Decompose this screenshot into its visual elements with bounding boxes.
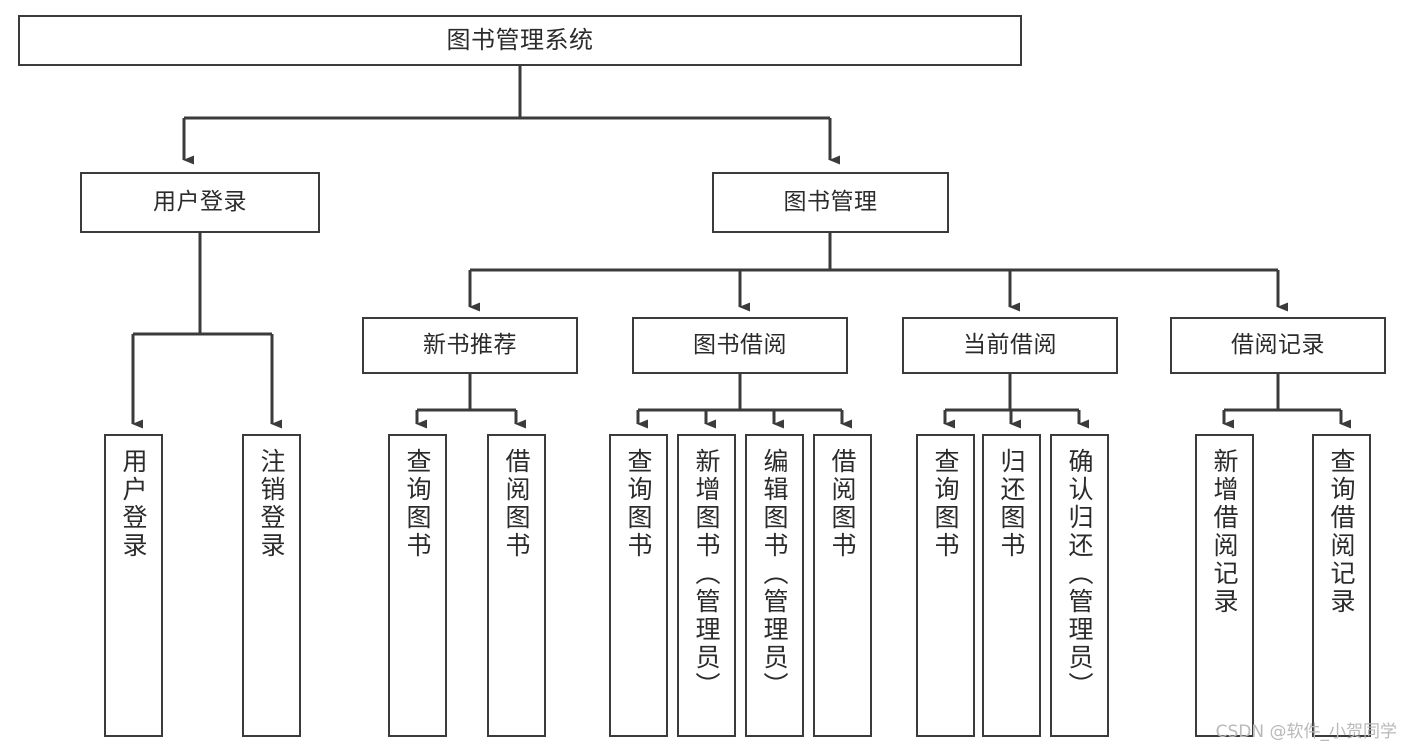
node-label: 注销登录: [257, 448, 286, 560]
node-label: 编辑图书（管理员）: [760, 448, 789, 700]
node-label: 图书管理系统: [446, 25, 594, 54]
node-label: 新增图书（管理员）: [692, 448, 721, 700]
csdn-watermark: CSDN @软件_小贺同学: [1215, 722, 1397, 742]
node-root-library-system[interactable]: 图书管理系统: [18, 15, 1022, 66]
node-label: 图书管理: [783, 189, 878, 216]
node-book-borrow[interactable]: 图书借阅: [632, 317, 848, 374]
leaf-user-login-login[interactable]: 用户登录: [104, 434, 163, 737]
leaf-current-borrow-return-books[interactable]: 归还图书: [982, 434, 1041, 737]
node-label: 查询图书: [624, 448, 653, 560]
leaf-book-borrow-add-book-admin[interactable]: 新增图书（管理员）: [677, 434, 736, 737]
node-book-management[interactable]: 图书管理: [712, 172, 949, 233]
leaf-current-borrow-query-books[interactable]: 查询图书: [916, 434, 975, 737]
leaf-borrow-record-add-record[interactable]: 新增借阅记录: [1195, 434, 1254, 737]
node-label: 当前借阅: [963, 332, 1057, 359]
node-label: 归还图书: [997, 448, 1026, 560]
node-label: 借阅记录: [1231, 332, 1325, 359]
node-borrow-record[interactable]: 借阅记录: [1170, 317, 1386, 374]
node-label: 确认归还（管理员）: [1065, 448, 1094, 700]
node-label: 借阅图书: [502, 448, 531, 560]
node-label: 查询借阅记录: [1327, 448, 1356, 616]
node-new-book-recommend[interactable]: 新书推荐: [362, 317, 578, 374]
leaf-new-book-borrow-books[interactable]: 借阅图书: [487, 434, 546, 737]
node-label: 查询图书: [403, 448, 432, 560]
node-label: 新增借阅记录: [1210, 448, 1239, 616]
node-label: 用户登录: [119, 448, 148, 560]
leaf-user-login-logout[interactable]: 注销登录: [242, 434, 301, 737]
leaf-book-borrow-borrow-books[interactable]: 借阅图书: [813, 434, 872, 737]
node-label: 借阅图书: [828, 448, 857, 560]
node-label: 用户登录: [153, 189, 247, 216]
node-user-login[interactable]: 用户登录: [80, 172, 320, 233]
node-label: 新书推荐: [423, 332, 517, 359]
leaf-borrow-record-query-record[interactable]: 查询借阅记录: [1312, 434, 1371, 737]
leaf-book-borrow-query-books[interactable]: 查询图书: [609, 434, 668, 737]
node-label: 查询图书: [931, 448, 960, 560]
node-current-borrow[interactable]: 当前借阅: [902, 317, 1118, 374]
leaf-new-book-query-books[interactable]: 查询图书: [388, 434, 447, 737]
node-label: 图书借阅: [693, 332, 787, 359]
leaf-book-borrow-edit-book-admin[interactable]: 编辑图书（管理员）: [745, 434, 804, 737]
leaf-current-borrow-confirm-return-admin[interactable]: 确认归还（管理员）: [1050, 434, 1109, 737]
